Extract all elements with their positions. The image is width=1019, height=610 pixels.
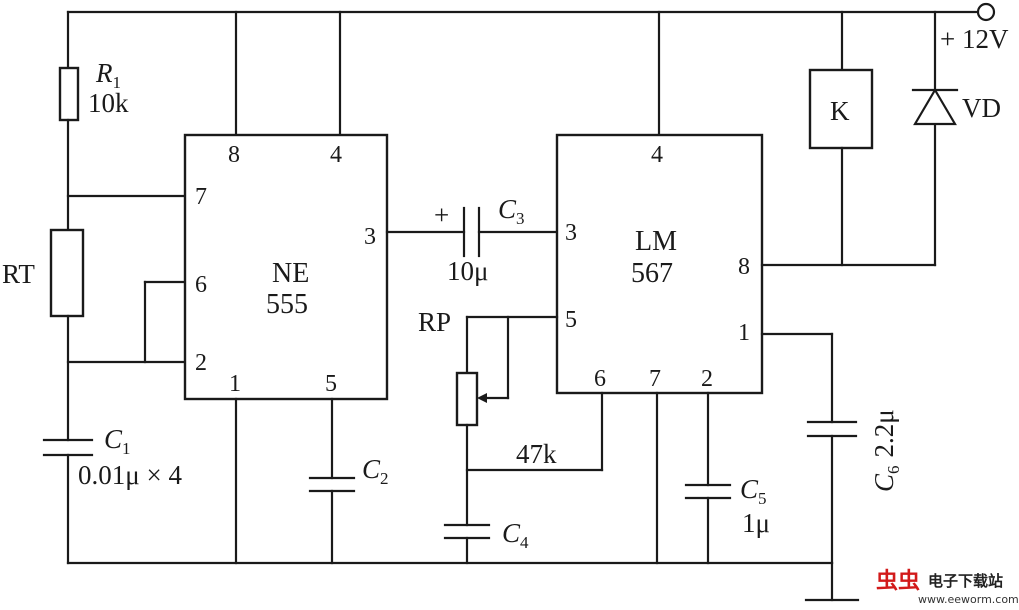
resistor-r1: [58, 66, 80, 122]
ne555-pin-7: 7: [195, 184, 207, 210]
ground-rail: [66, 561, 860, 602]
ne555-body: [183, 133, 389, 401]
relay-k-label: K: [830, 96, 850, 126]
watermark-brand: 电子下载站: [928, 572, 1003, 590]
c3-designator: C3: [498, 194, 525, 228]
relay-k: [808, 68, 874, 150]
lm567-pin-2: 2: [701, 366, 713, 392]
ic-lm567: LM 567 4 3 8 5 1 6 7 2: [555, 10, 937, 565]
supply-rail: + 12V: [66, 2, 1009, 54]
ne555-pin-3: 3: [364, 224, 376, 250]
ne555-pin-2: 2: [195, 350, 207, 376]
lm567-label-1: LM: [635, 226, 677, 257]
ne555-pin-5: 5: [325, 371, 337, 397]
ne555-label-2: 555: [266, 289, 308, 320]
c6-designator: C62.2μ: [869, 409, 903, 492]
wiper-arrow: [477, 393, 487, 403]
potentiometer-rp: [455, 371, 479, 427]
c5-designator: C5: [740, 474, 767, 508]
diode-vd-label: VD: [962, 93, 1001, 123]
thermistor-rt: [49, 228, 85, 318]
ne555-label-1: NE: [272, 258, 309, 289]
ne555-pin-4: 4: [330, 142, 342, 168]
rp-value: 47k: [516, 439, 557, 469]
supply-terminal: [976, 2, 996, 22]
lm567-pin-3: 3: [565, 220, 577, 246]
c4-designator: C4: [502, 518, 529, 552]
ne555-pin-1: 1: [229, 371, 241, 397]
watermark-logo: 虫虫: [876, 568, 920, 594]
lm567-body: [555, 133, 764, 395]
lm567-pin-6: 6: [594, 366, 606, 392]
watermark: 虫虫 电子下载站 www.eeworm.com: [876, 568, 1019, 606]
c3-polarity: +: [434, 200, 449, 230]
diode-vd: [913, 87, 957, 126]
lm567-pin-4: 4: [651, 142, 663, 168]
ne555-pin-6: 6: [195, 272, 207, 298]
lm567-pin-1: 1: [738, 320, 750, 346]
timing-network: [443, 315, 604, 565]
c5-value: 1μ: [742, 508, 770, 538]
watermark-url: www.eeworm.com: [918, 593, 1019, 606]
c1-designator: C1: [104, 424, 131, 458]
c1-value: 0.01μ × 4: [78, 460, 182, 490]
supply-label: + 12V: [940, 24, 1009, 54]
coupling-c3: +: [385, 200, 559, 258]
ne555-pin-8: 8: [228, 142, 240, 168]
output-stage: K VD: [808, 10, 1001, 267]
lm567-pin-8: 8: [738, 254, 750, 280]
lm567-label-2: 567: [631, 258, 673, 289]
rp-label: RP: [418, 307, 451, 337]
c3-value: 10μ: [447, 256, 488, 286]
left-network: [42, 10, 187, 565]
ic-ne555: NE 555 8 4 7 6 2 3 1 5: [183, 10, 389, 565]
c2-designator: C2: [362, 454, 389, 488]
lm567-pin-5: 5: [565, 307, 577, 333]
r1-designator: R1: [95, 58, 121, 92]
component-labels: R1 10k RT C1 0.01μ × 4 C2 C3 10μ RP 47k …: [2, 58, 903, 552]
r1-value: 10k: [88, 88, 129, 118]
rt-label: RT: [2, 259, 35, 289]
lm567-pin-7: 7: [649, 366, 661, 392]
